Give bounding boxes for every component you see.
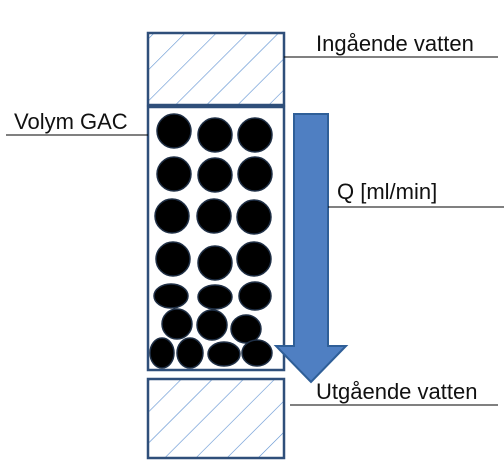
gac-granule <box>237 117 273 153</box>
gac-granule <box>241 339 273 367</box>
gac-granule <box>161 308 193 340</box>
flow-arrow <box>273 113 349 384</box>
outflow-layer <box>146 377 286 460</box>
flow-rate-label: Q [ml/min] <box>337 179 438 204</box>
gac-granule <box>197 117 233 153</box>
gac-granule <box>207 341 241 367</box>
gac-granule <box>176 337 204 369</box>
gac-granule <box>197 245 233 281</box>
outflow-label: Utgående vatten <box>316 379 478 404</box>
gac-granule <box>236 241 272 277</box>
gac-granule <box>197 284 233 310</box>
gac-volume-label: Volym GAC <box>14 109 128 134</box>
gac-granule <box>197 157 233 193</box>
gac-granule <box>153 283 189 309</box>
gac-granule <box>238 281 272 311</box>
gac-granule <box>149 337 175 369</box>
gac-granule <box>155 241 191 277</box>
gac-granule <box>156 156 192 192</box>
gac-granule <box>154 198 190 234</box>
gac-granule <box>230 314 262 344</box>
leader-lines <box>6 56 504 406</box>
gac-granule <box>237 156 273 192</box>
inflow-label: Ingående vatten <box>316 31 474 56</box>
granule-group <box>149 113 273 369</box>
gac-granule <box>236 199 272 235</box>
gac-granule <box>196 309 228 341</box>
gac-granule <box>196 198 232 234</box>
inflow-layer <box>146 31 286 107</box>
gac-granule <box>156 113 192 149</box>
